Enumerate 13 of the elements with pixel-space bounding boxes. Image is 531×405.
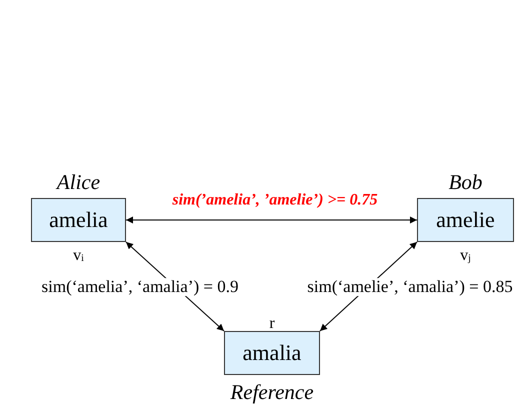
node-annotation: v$_{j}$ xyxy=(460,248,471,264)
node-annotation: v$_{i}$ xyxy=(73,248,84,264)
node-heading: Bob xyxy=(448,170,482,195)
process-box: amelia xyxy=(31,198,126,242)
process-box: amalia xyxy=(224,331,320,375)
edge-label: sim(‘amelie’, ‘amalia’) = 0.85 xyxy=(307,278,513,296)
node-heading: Reference xyxy=(230,380,314,405)
arrow xyxy=(126,216,418,224)
edge-label: sim(’amelia’, ’amelie’) >= 0.75 xyxy=(172,192,378,210)
node-heading: Alice xyxy=(56,170,100,195)
process-box: amelie xyxy=(417,198,514,242)
edge-label: sim(‘amelia’, ‘amalia’) = 0.9 xyxy=(42,278,238,296)
node-annotation: r xyxy=(269,316,275,332)
